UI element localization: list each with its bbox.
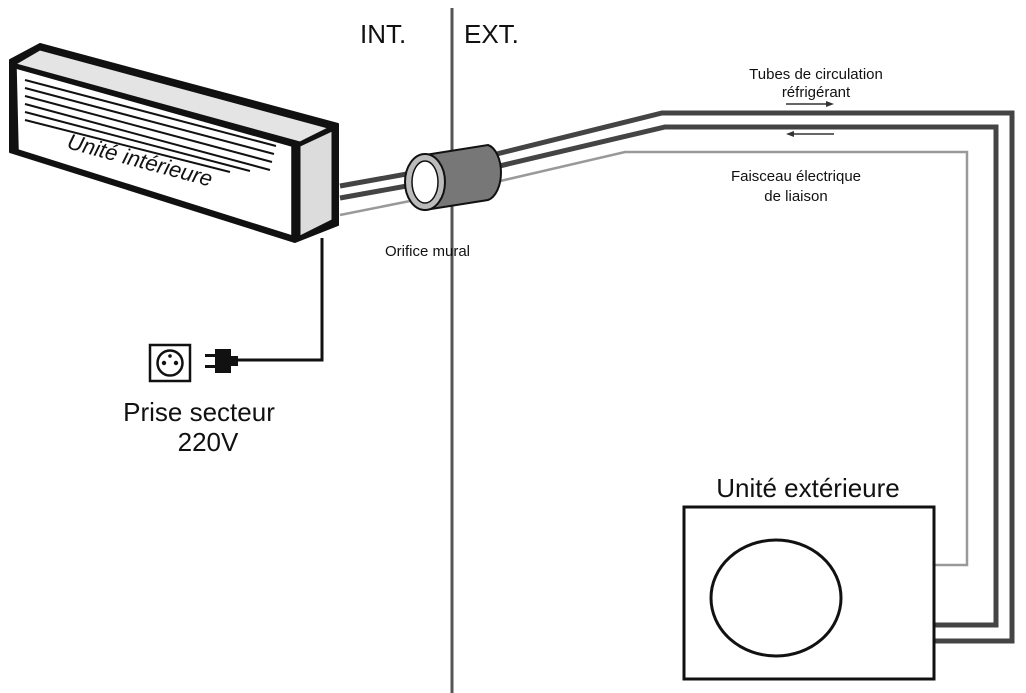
wall-socket-icon [148, 343, 192, 383]
zone-interior-label: INT. [360, 19, 406, 49]
indoor-unit: Unité intérieure [9, 43, 339, 243]
flow-arrow-right-icon [786, 101, 834, 107]
wall-sleeve-icon [404, 143, 502, 212]
electric-harness-label-line2: de liaison [764, 188, 827, 205]
power-plug-icon [205, 349, 238, 373]
power-outlet-label-line2: 220V [178, 427, 239, 457]
flow-arrow-left-icon [786, 131, 834, 137]
zone-exterior-label: EXT. [464, 19, 519, 49]
outdoor-unit-label: Unité extérieure [716, 473, 900, 503]
electric-harness-line [339, 150, 969, 567]
refrigerant-tubes-label-line1: Tubes de circulation [749, 66, 883, 83]
fan-grille-icon [709, 538, 843, 658]
power-cable-line [238, 238, 324, 362]
electric-harness-label-line1: Faisceau électrique [731, 168, 861, 185]
outdoor-unit [682, 505, 936, 681]
refrigerant-tubes-label-line2: réfrigérant [782, 84, 851, 101]
wall-hole-label: Orifice mural [385, 243, 470, 260]
power-outlet-label-line1: Prise secteur [123, 397, 275, 427]
